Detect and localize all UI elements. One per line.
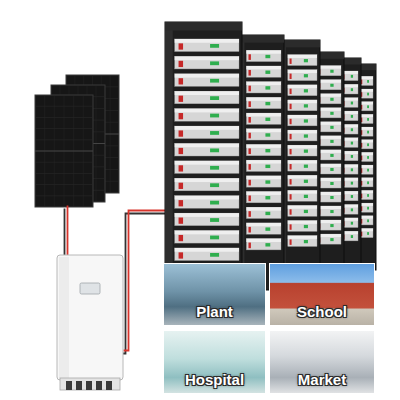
battery-rack [282, 40, 320, 285]
tile-label: Market [298, 372, 346, 389]
tile-label: Hospital [185, 372, 244, 389]
tile-label: Plant [196, 304, 233, 321]
battery-rack [240, 35, 284, 290]
tile-label: School [297, 304, 347, 321]
solar-panels [35, 75, 119, 207]
cable [64, 209, 66, 260]
photo-tile: Plant [163, 263, 266, 326]
photo-tile: School [269, 263, 375, 326]
solar-panel [35, 95, 93, 207]
cable [67, 206, 69, 257]
photo-tile: Hospital [163, 330, 266, 394]
inverter [57, 255, 123, 390]
photo-tile: Market [269, 330, 375, 394]
